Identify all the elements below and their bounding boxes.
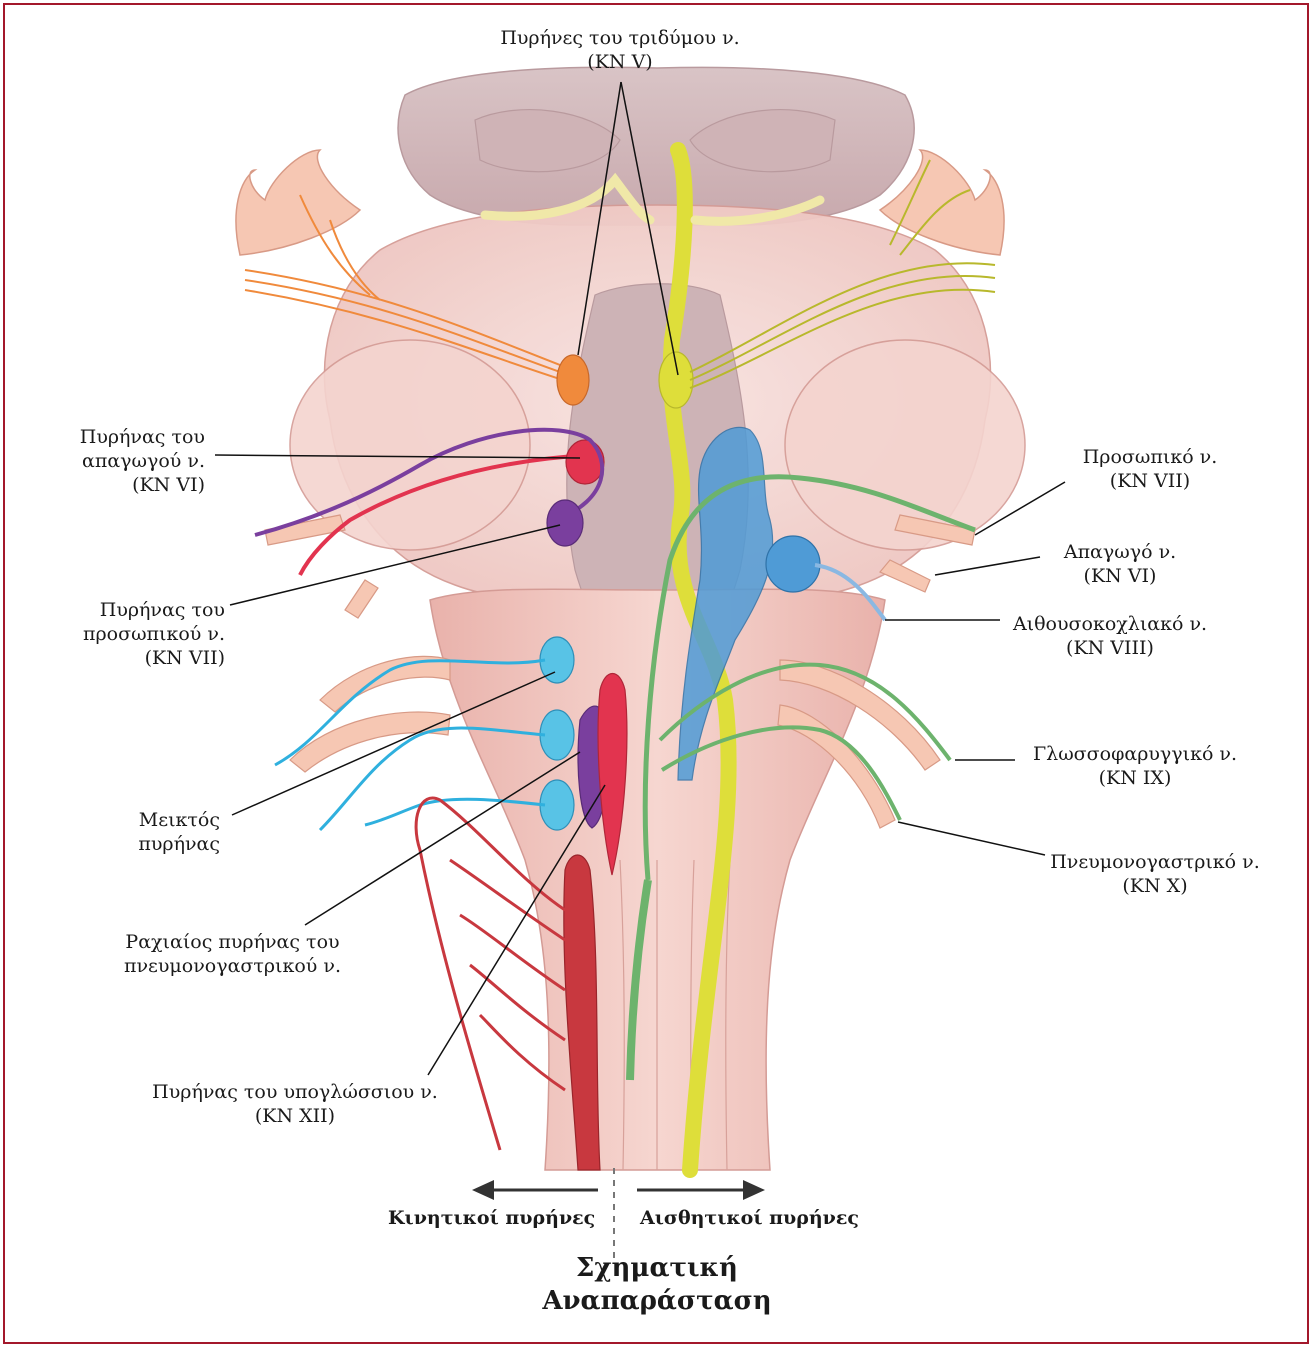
label-line: Γλωσσοφαρυγγικό ν.: [1015, 742, 1255, 766]
label-line: Πυρήνες του τριδύμου ν.: [470, 26, 770, 50]
label-abducens-nucleus: Πυρήνας του απαγωγού ν. (ΚΝ VI): [20, 425, 205, 497]
label-line: πυρήνας: [60, 832, 220, 856]
label-line: (ΚΝ IX): [1015, 766, 1255, 790]
label-line: (ΚΝ VI): [20, 473, 205, 497]
label-line: Πυρήνας του υπογλώσσιου ν.: [135, 1080, 455, 1104]
label-line: Μεικτός: [60, 808, 220, 832]
label-line: (ΚΝ VII): [1055, 469, 1245, 493]
label-facial-nerve: Προσωπικό ν. (ΚΝ VII): [1055, 445, 1245, 493]
label-line: (ΚΝ XII): [135, 1104, 455, 1128]
label-glossopharyngeal-nerve: Γλωσσοφαρυγγικό ν. (ΚΝ IX): [1015, 742, 1255, 790]
label-line: (ΚΝ X): [1035, 874, 1275, 898]
label-line: προσωπικού ν.: [20, 622, 225, 646]
label-line: Απαγωγό ν.: [1035, 540, 1205, 564]
sensory-nuclei-label: Αισθητικοί πυρήνες: [640, 1207, 859, 1229]
sensory-arrow-icon: [637, 1180, 765, 1200]
label-line: Αιθουσοκοχλιακό ν.: [1000, 612, 1220, 636]
label-line: Πνευμονογαστρικό ν.: [1035, 850, 1275, 874]
label-line: Πυρήνας του: [20, 598, 225, 622]
label-line: (ΚΝ V): [470, 50, 770, 74]
midbrain-region: [398, 67, 914, 225]
label-line: Προσωπικό ν.: [1055, 445, 1245, 469]
label-line: απαγωγού ν.: [20, 449, 205, 473]
trigeminal-root-left: [236, 150, 360, 255]
label-trigeminal-nuclei: Πυρήνες του τριδύμου ν. (ΚΝ V): [470, 26, 770, 74]
title-line: Σχηματική: [457, 1252, 857, 1285]
motor-arrow-icon: [472, 1180, 598, 1200]
figure-title: Σχηματική Αναπαράσταση: [457, 1252, 857, 1318]
trigeminal-motor-nucleus-body: [557, 355, 589, 405]
label-hypoglossal-nucleus: Πυρήνας του υπογλώσσιου ν. (ΚΝ XII): [135, 1080, 455, 1128]
title-line: Αναπαράσταση: [457, 1285, 857, 1318]
label-dorsal-vagal-nucleus: Ραχιαίος πυρήνας του πνευμονογαστρικού ν…: [95, 930, 370, 978]
label-line: (ΚΝ VIII): [1000, 636, 1220, 660]
label-line: Πυρήνας του: [20, 425, 205, 449]
label-line: (ΚΝ VII): [20, 646, 225, 670]
label-line: (ΚΝ VI): [1035, 564, 1205, 588]
motor-nuclei-label: Κινητικοί πυρήνες: [388, 1207, 595, 1229]
label-nucleus-ambiguus: Μεικτός πυρήνας: [60, 808, 220, 856]
label-vestibulocochlear-nerve: Αιθουσοκοχλιακό ν. (ΚΝ VIII): [1000, 612, 1220, 660]
label-line: Ραχιαίος πυρήνας του: [95, 930, 370, 954]
label-line: πνευμονογαστρικού ν.: [95, 954, 370, 978]
label-abducens-nerve: Απαγωγό ν. (ΚΝ VI): [1035, 540, 1205, 588]
label-vagus-nerve: Πνευμονογαστρικό ν. (ΚΝ X): [1035, 850, 1275, 898]
label-facial-nucleus: Πυρήνας του προσωπικού ν. (ΚΝ VII): [20, 598, 225, 670]
